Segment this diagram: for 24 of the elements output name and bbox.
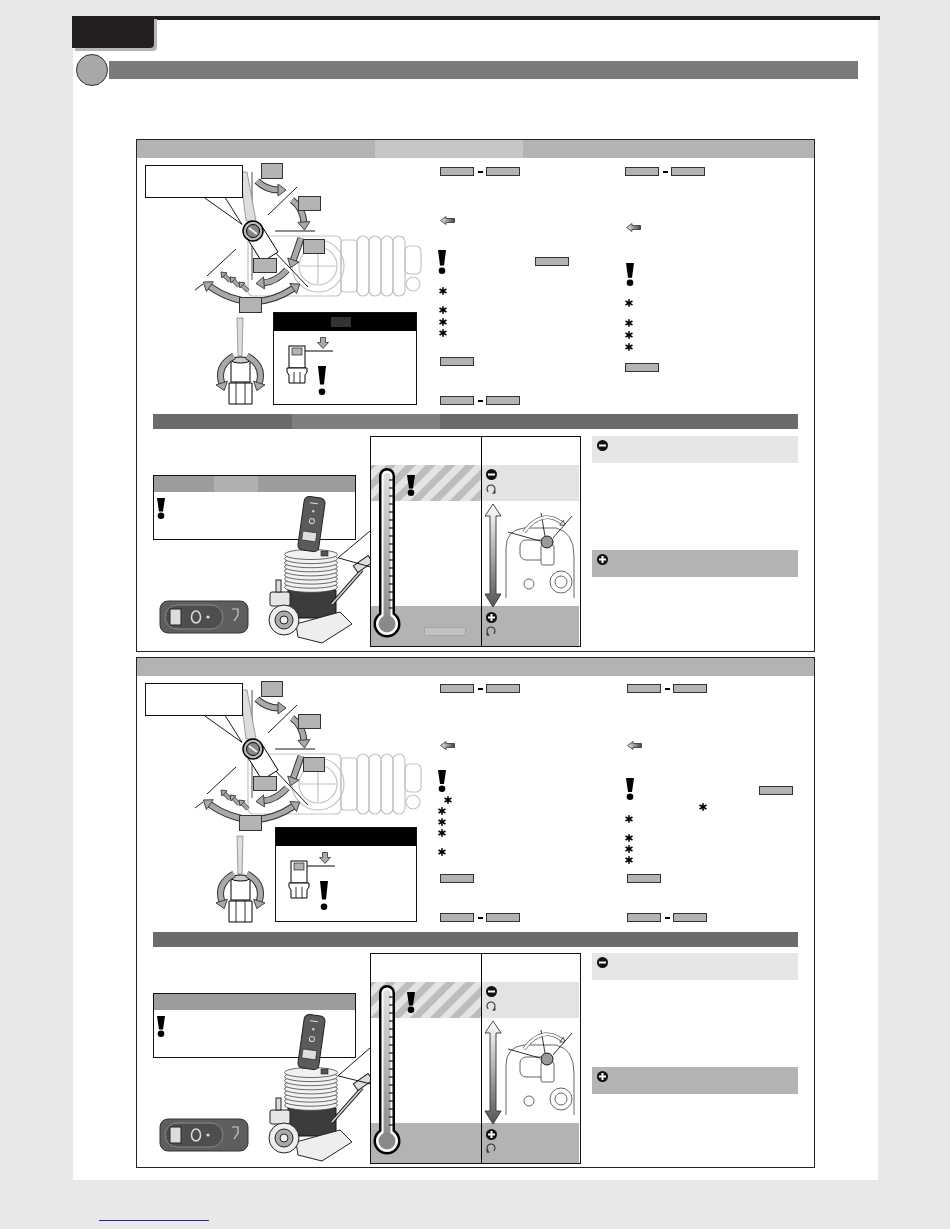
warning-box — [275, 827, 417, 922]
callout-pointer — [337, 1047, 371, 1085]
plus-band — [592, 550, 798, 577]
section-band — [153, 932, 798, 947]
panel-frame — [136, 139, 815, 652]
warning-box — [273, 312, 417, 405]
cylinder-head — [284, 1067, 338, 1111]
callout-box — [145, 683, 243, 716]
callout-pointer — [337, 530, 371, 568]
needle-valve — [242, 738, 264, 760]
step-circle — [76, 54, 108, 86]
panel-frame — [136, 657, 815, 1168]
minus-band — [592, 436, 798, 463]
section-band — [153, 414, 798, 429]
cylinder-head — [284, 549, 338, 593]
hint-box — [153, 993, 356, 1058]
minus-band — [592, 953, 798, 980]
needle-valve — [242, 220, 264, 242]
plus-band — [592, 1067, 798, 1094]
callout-box — [145, 165, 243, 198]
heading-bar — [109, 61, 858, 79]
callout-pointer — [204, 197, 243, 225]
hint-box — [153, 475, 356, 540]
callout-pointer — [204, 715, 243, 743]
